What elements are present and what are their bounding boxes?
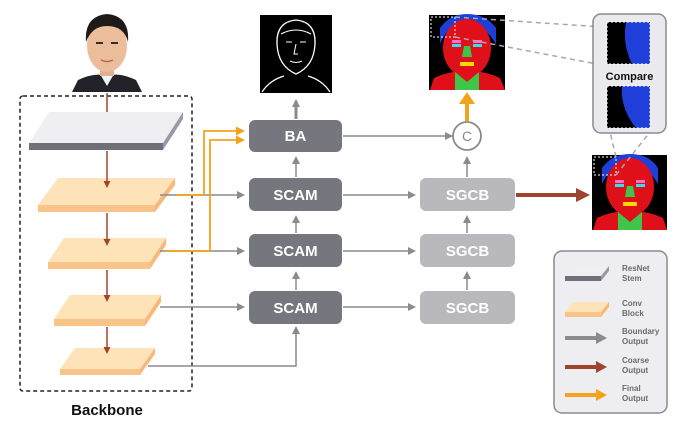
- conv-block-2: [48, 238, 166, 269]
- legend-label-line2: Output: [622, 337, 649, 346]
- scam-label: SCAM: [273, 243, 317, 260]
- compare-panel: Compare: [592, 13, 667, 134]
- ba-label: BA: [285, 128, 307, 145]
- backbone-frame: [19, 95, 193, 392]
- legend-label-line2: Block: [622, 309, 644, 318]
- legend-item-boundary-output: Boundary Output: [565, 327, 660, 346]
- sgcb-box-2: SGCB: [420, 234, 515, 267]
- ba-box: BA: [249, 120, 342, 152]
- conv-block-3: [54, 295, 161, 326]
- sgcb-box-1: SGCB: [420, 178, 515, 211]
- legend-label-line1: Final: [622, 384, 641, 393]
- edge-map-output: [260, 15, 332, 93]
- legend-label-line2: Output: [622, 394, 649, 403]
- scam-label: SCAM: [273, 300, 317, 317]
- legend-label-line1: Coarse: [622, 356, 650, 365]
- sgcb-label: SGCB: [446, 300, 490, 317]
- legend-item-coarse-output: Coarse Output: [565, 356, 650, 375]
- coarse-segmentation-output: [592, 154, 667, 230]
- scam-label: SCAM: [273, 187, 317, 204]
- sgcb-label: SGCB: [446, 243, 490, 260]
- legend-item-final-output: Final Output: [565, 384, 649, 403]
- conv-block-4: [60, 348, 155, 375]
- compare-label: Compare: [606, 71, 654, 83]
- scam-box-2: SCAM: [249, 234, 342, 267]
- legend-item-resnet-stem: ResNet Stem: [565, 264, 650, 283]
- concat-label: C: [462, 128, 472, 144]
- scam-box-1: SCAM: [249, 178, 342, 211]
- backbone-label: Backbone: [71, 402, 143, 419]
- concat-node: C: [452, 121, 482, 151]
- input-face-photo: [71, 10, 143, 92]
- legend-label-line1: ResNet: [622, 264, 650, 273]
- legend-label-line1: Boundary: [622, 327, 660, 336]
- legend-item-conv-block: Conv Block: [565, 299, 644, 318]
- resnet-stem-slab: [29, 112, 183, 150]
- sgcb-label: SGCB: [446, 187, 490, 204]
- legend: ResNet Stem Conv Block Boundary Output C…: [553, 250, 668, 414]
- legend-label-line2: Output: [622, 366, 649, 375]
- legend-label-line2: Stem: [622, 274, 642, 283]
- final-segmentation-output: [429, 14, 505, 90]
- scam-box-3: SCAM: [249, 291, 342, 324]
- sgcb-box-3: SGCB: [420, 291, 515, 324]
- legend-label-line1: Conv: [622, 299, 643, 308]
